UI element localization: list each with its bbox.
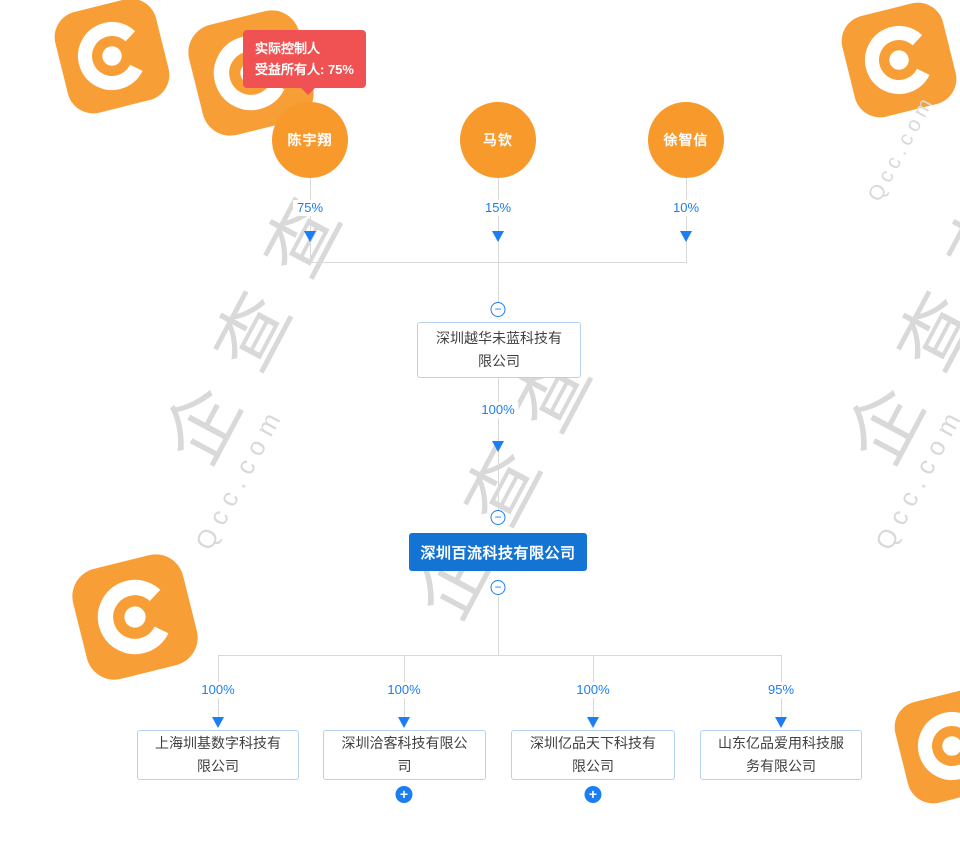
actual-controller-badge: 实际控制人 受益所有人: 75% bbox=[243, 30, 366, 95]
beneficial-owner-label: 受益所有人: 75% bbox=[255, 62, 354, 77]
shareholding-percent: 10% bbox=[668, 200, 704, 216]
watermark-brand-text: 企查查 bbox=[832, 157, 960, 478]
shareholding-percent: 95% bbox=[763, 682, 799, 698]
company-box-intermediate[interactable]: 深圳越华未蓝科技有限公司 bbox=[417, 322, 581, 378]
watermark-domain-text: Qcc.com bbox=[863, 90, 940, 206]
company-box-subsidiary-2[interactable]: 深圳洽客科技有限公司 bbox=[323, 730, 486, 780]
arrow-down-icon bbox=[398, 717, 410, 728]
shareholding-percent: 100% bbox=[572, 682, 614, 698]
qcc-logo-watermark-icon bbox=[887, 681, 960, 812]
expand-icon[interactable]: + bbox=[584, 786, 602, 803]
shareholding-percent: 100% bbox=[383, 682, 425, 698]
shareholding-percent: 75% bbox=[292, 200, 328, 216]
collapse-icon[interactable]: − bbox=[490, 510, 506, 525]
connector-line bbox=[686, 178, 687, 262]
arrow-down-icon bbox=[304, 231, 316, 242]
watermark-domain-text: Qcc.com bbox=[189, 400, 291, 555]
arrow-down-icon bbox=[492, 231, 504, 242]
connector-line bbox=[498, 262, 499, 302]
connector-line bbox=[218, 655, 782, 656]
collapse-icon[interactable]: − bbox=[490, 580, 506, 595]
shareholder-circle-maqin[interactable]: 马钦 bbox=[460, 102, 536, 178]
company-box-subsidiary-1[interactable]: 上海圳基数字科技有限公司 bbox=[137, 730, 299, 780]
actual-controller-label: 实际控制人 bbox=[255, 41, 321, 56]
shareholding-percent: 100% bbox=[477, 402, 519, 418]
company-box-subsidiary-3[interactable]: 深圳亿品天下科技有限公司 bbox=[511, 730, 675, 780]
arrow-down-icon bbox=[492, 441, 504, 452]
company-box-main[interactable]: 深圳百流科技有限公司 bbox=[409, 533, 587, 571]
shareholder-circle-xuzhixin[interactable]: 徐智信 bbox=[648, 102, 724, 178]
collapse-icon[interactable]: − bbox=[490, 302, 506, 317]
connector-line bbox=[498, 452, 499, 510]
watermark-domain-text: Qcc.com bbox=[869, 400, 960, 555]
shareholding-percent: 100% bbox=[197, 682, 239, 698]
qcc-logo-watermark-icon bbox=[834, 0, 960, 125]
shareholding-percent: 15% bbox=[480, 200, 516, 216]
qcc-logo-watermark-icon bbox=[47, 0, 178, 121]
connector-line bbox=[310, 178, 311, 262]
watermark-brand-text: 企查查 bbox=[149, 157, 372, 478]
connector-line bbox=[498, 596, 499, 655]
connector-line bbox=[498, 178, 499, 262]
company-box-subsidiary-4[interactable]: 山东亿品爱用科技服务有限公司 bbox=[700, 730, 862, 780]
arrow-down-icon bbox=[775, 717, 787, 728]
expand-icon[interactable]: + bbox=[395, 786, 413, 803]
arrow-down-icon bbox=[587, 717, 599, 728]
arrow-down-icon bbox=[212, 717, 224, 728]
qcc-logo-watermark-icon bbox=[63, 545, 206, 688]
arrow-down-icon bbox=[680, 231, 692, 242]
shareholder-circle-chenyuxiang[interactable]: 陈宇翔 bbox=[272, 102, 348, 178]
